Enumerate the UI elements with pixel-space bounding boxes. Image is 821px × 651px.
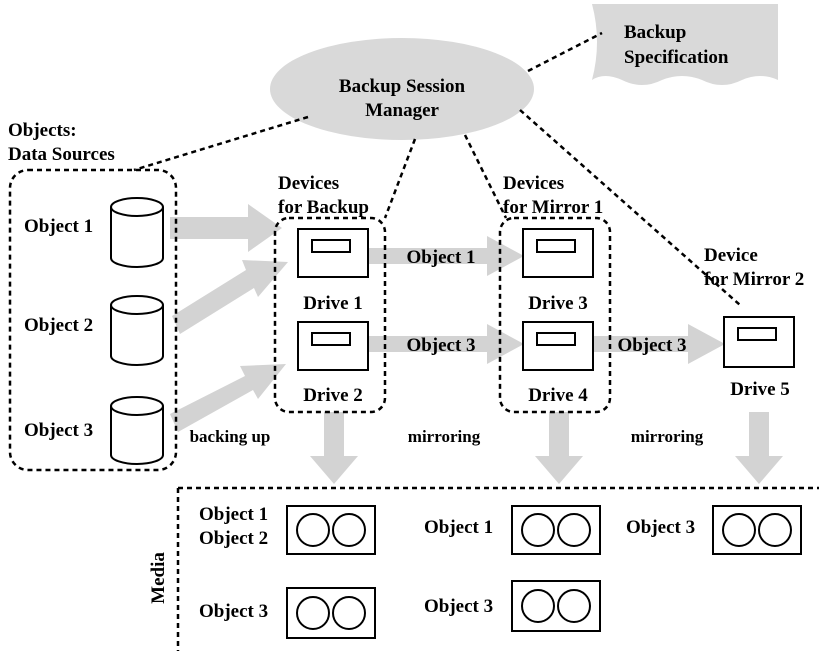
backup-group-line-2: for Backup	[278, 197, 369, 218]
connector-manager-spec	[527, 31, 603, 73]
tape-cartridge-2	[511, 505, 601, 555]
tape-2-line-1: Object 1	[424, 517, 493, 538]
action-backing-up: backing up	[190, 427, 271, 446]
connector-manager-sources	[133, 115, 309, 172]
drive-5-device	[723, 316, 795, 368]
flow-label-object3-mirror2: Object 3	[617, 335, 686, 356]
drive-1-label: Drive 1	[303, 293, 363, 314]
media-region-border	[176, 486, 819, 651]
tape-5-line-1: Object 3	[424, 596, 493, 617]
drive-3-label: Drive 3	[528, 293, 588, 314]
mirror1-devices-group	[498, 216, 612, 414]
source-object-2: Object 2	[24, 315, 93, 336]
mirror2-group-line-2: for Mirror 2	[704, 269, 804, 290]
source-object-1: Object 1	[24, 216, 93, 237]
tape-3-line-1: Object 3	[626, 517, 695, 538]
media-label: Media	[148, 552, 169, 604]
manager-line-1: Backup Session	[339, 76, 466, 97]
data-sources-group	[8, 168, 178, 472]
tape-cartridge-1	[286, 505, 376, 555]
tape-cartridge-5	[511, 580, 601, 632]
database-cylinder-2	[110, 295, 164, 366]
drive-5-label: Drive 5	[730, 379, 790, 400]
drive-4-device	[522, 321, 594, 371]
mirror1-group-line-2: for Mirror 1	[503, 197, 603, 218]
backup-specification-shape	[592, 4, 778, 85]
drive-3-device	[522, 228, 594, 278]
sources-title-1: Objects:	[8, 120, 77, 141]
tape-4-line-1: Object 3	[199, 601, 268, 622]
database-cylinder-1	[110, 197, 164, 268]
mirror1-group-line-1: Devices	[503, 173, 564, 194]
arrow-mirror1-to-media	[535, 412, 583, 484]
flow-arrows	[170, 204, 783, 484]
arrow-object2-to-drive1	[172, 260, 288, 334]
connector-manager-mirror2	[519, 109, 741, 306]
spec-line-2: Specification	[624, 47, 729, 68]
tape-1-line-1: Object 1	[199, 504, 268, 525]
arrow-object1-to-drive1	[170, 204, 282, 252]
arrow-drive2-to-drive4	[360, 324, 524, 364]
action-mirroring-2: mirroring	[631, 427, 704, 446]
flow-label-object1: Object 1	[406, 247, 475, 268]
arrow-object3-to-drive2	[170, 364, 286, 432]
backup-session-manager-ellipse	[270, 38, 534, 140]
tape-cartridge-4	[286, 587, 376, 639]
connector-manager-backup	[383, 138, 417, 219]
dashed-connectors	[133, 31, 741, 306]
mirror2-group-line-1: Device	[704, 245, 758, 266]
manager-line-2: Manager	[365, 100, 439, 121]
drive-1-device	[297, 228, 369, 278]
arrow-mirror2-to-media	[735, 412, 783, 484]
sources-title-2: Data Sources	[8, 144, 115, 165]
arrow-backup-to-media	[310, 412, 358, 484]
tape-1-line-2: Object 2	[199, 528, 268, 549]
flow-label-object3-mirror1: Object 3	[406, 335, 475, 356]
backup-devices-group	[273, 216, 387, 414]
tape-cartridge-3	[712, 505, 802, 555]
arrow-drive1-to-drive3	[360, 236, 524, 276]
arrow-drive4-to-drive5	[590, 324, 725, 364]
drive-2-device	[297, 321, 369, 371]
spec-line-1: Backup	[624, 22, 686, 43]
drive-2-label: Drive 2	[303, 385, 363, 406]
backup-group-line-1: Devices	[278, 173, 339, 194]
action-mirroring-1: mirroring	[408, 427, 481, 446]
source-object-3: Object 3	[24, 420, 93, 441]
database-cylinder-3	[110, 396, 164, 465]
connector-manager-mirror1	[463, 134, 508, 219]
drive-4-label: Drive 4	[528, 385, 588, 406]
